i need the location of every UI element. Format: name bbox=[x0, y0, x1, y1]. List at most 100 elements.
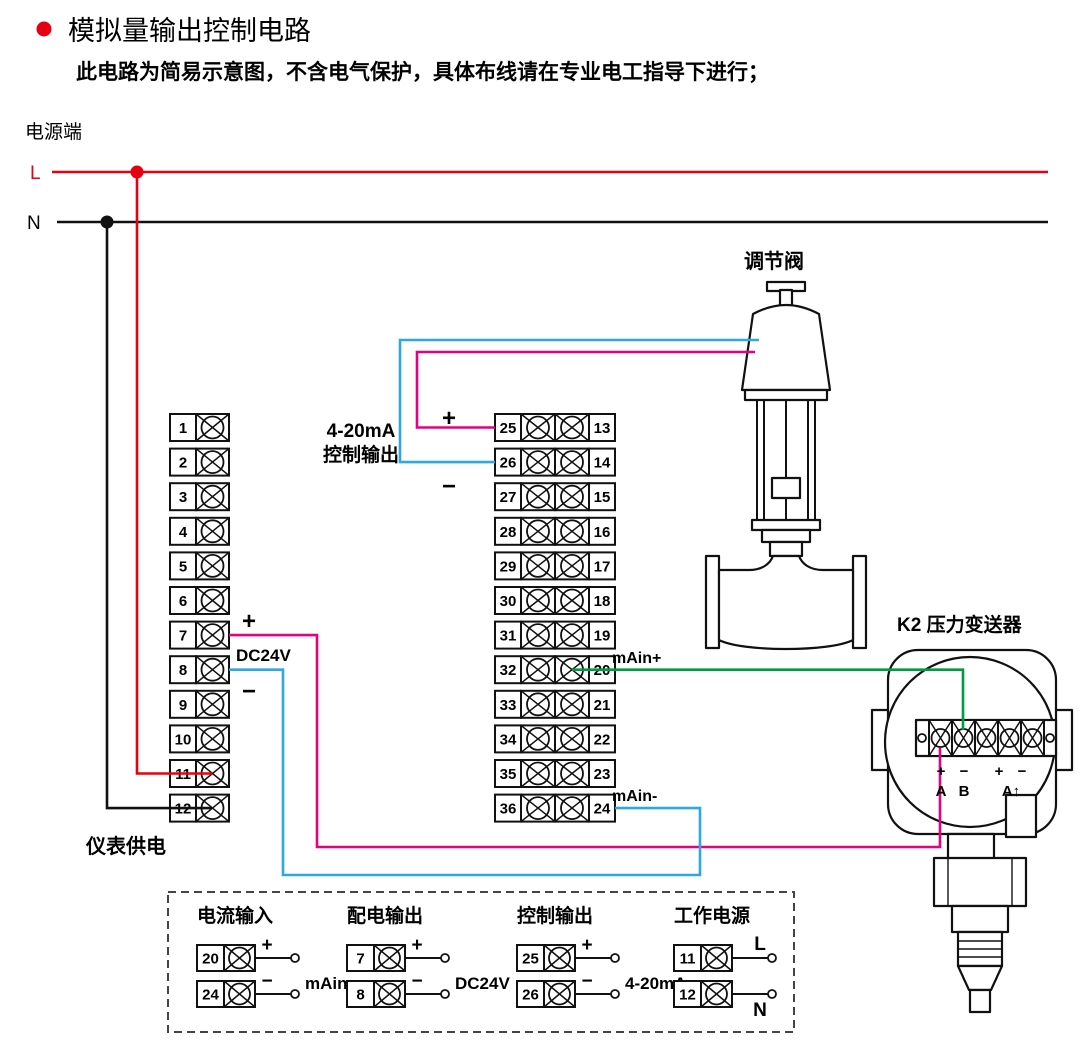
svg-text:+: + bbox=[411, 935, 422, 956]
terminal-number: 14 bbox=[588, 447, 616, 477]
screw-terminal-icon bbox=[195, 620, 230, 650]
wire-live bbox=[52, 170, 1048, 775]
control-output-label-1: 4-20mA bbox=[327, 421, 396, 442]
valve-flange-right bbox=[851, 554, 868, 650]
screw-terminal-icon bbox=[1020, 719, 1045, 757]
valve-flange-left bbox=[704, 554, 721, 650]
svg-text:−: − bbox=[261, 971, 272, 992]
screw-terminal-icon bbox=[520, 482, 556, 512]
svg-text:−: − bbox=[411, 971, 422, 992]
transmitter-conduit-port bbox=[1004, 793, 1038, 839]
screw-terminal-icon bbox=[520, 759, 556, 788]
labels: 模拟量输出控制电路 此电路为简易示意图，不含电气保护，具体布线请在专业电工指导下… bbox=[25, 16, 1027, 858]
svg-text:+: + bbox=[581, 935, 592, 956]
svg-text:−: − bbox=[581, 971, 592, 992]
screw-terminal-icon bbox=[700, 980, 733, 1008]
instrument-supply-label: 仪表供电 bbox=[85, 834, 166, 858]
svg-text:26: 26 bbox=[500, 455, 517, 472]
screw-terminal-icon bbox=[195, 586, 230, 615]
terminal-number: 8 bbox=[169, 655, 197, 685]
terminal-number: 12 bbox=[673, 980, 702, 1008]
main-minus-label: mAin- bbox=[612, 788, 657, 805]
terminal-number: 30 bbox=[494, 586, 522, 615]
page-title: 模拟量输出控制电路 bbox=[68, 16, 311, 46]
transmitter-sign-1: + bbox=[937, 763, 946, 780]
svg-text:+: + bbox=[261, 935, 272, 956]
transmitter-test-loop: A↑ bbox=[1002, 783, 1020, 800]
wire-neutral bbox=[57, 220, 1048, 810]
terminal-number: 34 bbox=[494, 724, 522, 754]
page-subtitle: 此电路为简易示意图，不含电气保护，具体布线请在专业电工指导下进行； bbox=[76, 60, 769, 84]
terminal-number: 13 bbox=[588, 413, 616, 442]
svg-text:34: 34 bbox=[500, 731, 517, 748]
svg-text:26: 26 bbox=[522, 987, 539, 1004]
legend-groups: 电流输入20+24−mAin配电输出7+8−DC24V控制输出25+26−4-2… bbox=[196, 904, 777, 1021]
terminal-number: 5 bbox=[169, 551, 197, 581]
bullet-icon bbox=[36, 21, 52, 37]
screw-terminal-icon bbox=[520, 551, 556, 581]
transmitter-probe bbox=[968, 988, 992, 1014]
screw-terminal-icon bbox=[373, 980, 406, 1008]
svg-text:4: 4 bbox=[179, 524, 188, 541]
screw-terminal-icon bbox=[554, 724, 590, 754]
svg-text:3: 3 bbox=[179, 489, 187, 506]
svg-text:17: 17 bbox=[594, 558, 611, 575]
terminal-number: 26 bbox=[516, 980, 545, 1008]
dc24v-minus: − bbox=[242, 678, 256, 705]
screw-terminal-icon bbox=[520, 516, 556, 546]
legend-box bbox=[167, 891, 795, 1033]
transmitter-sign-3: + bbox=[995, 763, 1004, 780]
wires bbox=[52, 165, 1048, 877]
svg-text:9: 9 bbox=[179, 697, 187, 714]
svg-text:28: 28 bbox=[500, 524, 517, 541]
terminal-number: 2 bbox=[169, 447, 197, 477]
screw-terminal-icon bbox=[195, 689, 230, 719]
terminal-number: 3 bbox=[169, 482, 197, 512]
svg-text:6: 6 bbox=[179, 593, 187, 610]
svg-text:12: 12 bbox=[679, 987, 696, 1004]
transmitter-sign-2: − bbox=[960, 763, 969, 780]
screw-terminal-icon bbox=[554, 759, 590, 788]
screw-terminal-icon bbox=[223, 944, 256, 972]
terminal-number: 24 bbox=[196, 980, 225, 1008]
terminal-number: 36 bbox=[494, 793, 522, 823]
terminal-number: 28 bbox=[494, 516, 522, 546]
svg-text:2: 2 bbox=[179, 455, 187, 472]
screw-terminal-icon bbox=[373, 944, 406, 972]
junction-neutral bbox=[100, 215, 114, 229]
control-output-plus: + bbox=[442, 405, 456, 432]
svg-text:16: 16 bbox=[594, 524, 611, 541]
terminal-number: 32 bbox=[494, 655, 522, 685]
control-valve bbox=[704, 280, 868, 651]
svg-text:7: 7 bbox=[356, 951, 364, 968]
main-plus-label: mAin+ bbox=[612, 650, 661, 667]
svg-text:14: 14 bbox=[594, 455, 611, 472]
transmitter-wire-a: A bbox=[936, 783, 947, 800]
svg-text:13: 13 bbox=[594, 420, 611, 437]
terminal-number: 21 bbox=[588, 689, 616, 719]
dc24v-plus: + bbox=[242, 608, 256, 635]
terminal-number: 4 bbox=[169, 516, 197, 546]
junction-live bbox=[130, 165, 144, 179]
pressure-transmitter bbox=[870, 648, 1074, 1014]
svg-text:30: 30 bbox=[500, 593, 517, 610]
terminal-number: 16 bbox=[588, 516, 616, 546]
terminal-number: 6 bbox=[169, 586, 197, 615]
valve-actuator bbox=[740, 303, 832, 392]
wire-control-plus bbox=[415, 350, 755, 429]
screw-terminal-icon bbox=[520, 620, 556, 650]
screw-terminal-icon bbox=[520, 724, 556, 754]
control-output-minus: − bbox=[442, 473, 456, 500]
transmitter-label: K2 压力变送器 bbox=[897, 613, 1023, 636]
screw-terminal-icon bbox=[554, 689, 590, 719]
terminal-number: 10 bbox=[169, 724, 197, 754]
svg-text:配电输出: 配电输出 bbox=[347, 904, 423, 927]
terminal-number: 9 bbox=[169, 689, 197, 719]
screw-terminal-icon bbox=[520, 586, 556, 615]
svg-text:4-20mA: 4-20mA bbox=[625, 974, 686, 993]
wire-main-minus bbox=[229, 668, 702, 877]
